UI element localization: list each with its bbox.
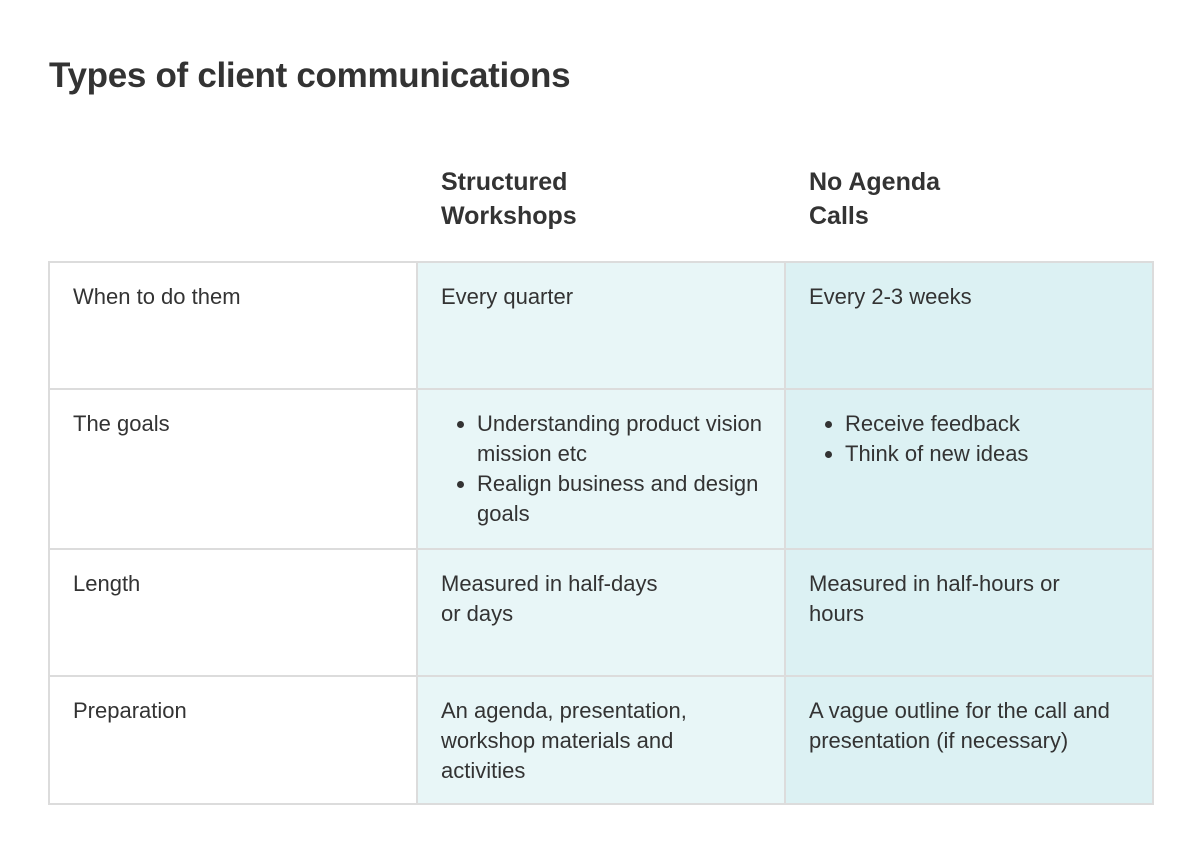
cell-workshops-preparation: An agenda, presentation, workshop materi…	[416, 675, 786, 805]
cell-calls-when: Every 2-3 weeks	[784, 261, 1154, 390]
column-header-line: Structured	[441, 168, 568, 196]
cell-workshops-when: Every quarter	[416, 261, 786, 390]
cell-calls-length: Measured in half-hours or hours	[784, 548, 1154, 677]
list-item: Receive feedback	[845, 409, 1130, 439]
column-header-line: Calls	[809, 202, 869, 230]
cell-text-line: or days	[441, 601, 514, 626]
page-title: Types of client communications	[49, 56, 571, 95]
cell-workshops-goals: Understanding product vision mission etc…	[416, 388, 786, 550]
list-item: Think of new ideas	[845, 439, 1130, 469]
list-item: Understanding product vision mission etc	[477, 409, 762, 469]
column-header-no-agenda-calls: No Agenda Calls	[809, 165, 940, 233]
column-header-line: Workshops	[441, 202, 577, 230]
column-header-structured-workshops: Structured Workshops	[441, 165, 577, 233]
row-label-length: Length	[48, 548, 418, 677]
table-row: The goals Understanding product vision m…	[48, 388, 1154, 550]
row-label-preparation: Preparation	[48, 675, 418, 805]
list-item: Realign business and design goals	[477, 469, 762, 529]
cell-text-line: Measured in half-days	[441, 571, 658, 596]
table-row: Preparation An agenda, presentation, wor…	[48, 675, 1154, 805]
cell-calls-preparation: A vague outline for the call and present…	[784, 675, 1154, 805]
comparison-table: When to do them Every quarter Every 2-3 …	[48, 261, 1154, 805]
cell-calls-goals: Receive feedback Think of new ideas	[784, 388, 1154, 550]
cell-workshops-length: Measured in half-days or days	[416, 548, 786, 677]
row-label-when: When to do them	[48, 261, 418, 390]
cell-text-line: hours	[809, 601, 865, 626]
table-row: Length Measured in half-days or days Mea…	[48, 548, 1154, 677]
workshops-goals-list: Understanding product vision mission etc…	[441, 409, 762, 529]
calls-goals-list: Receive feedback Think of new ideas	[809, 409, 1130, 469]
cell-text-line: Measured in half-hours or	[809, 571, 1060, 596]
table-row: When to do them Every quarter Every 2-3 …	[48, 261, 1154, 390]
column-header-line: No Agenda	[809, 168, 941, 196]
row-label-goals: The goals	[48, 388, 418, 550]
